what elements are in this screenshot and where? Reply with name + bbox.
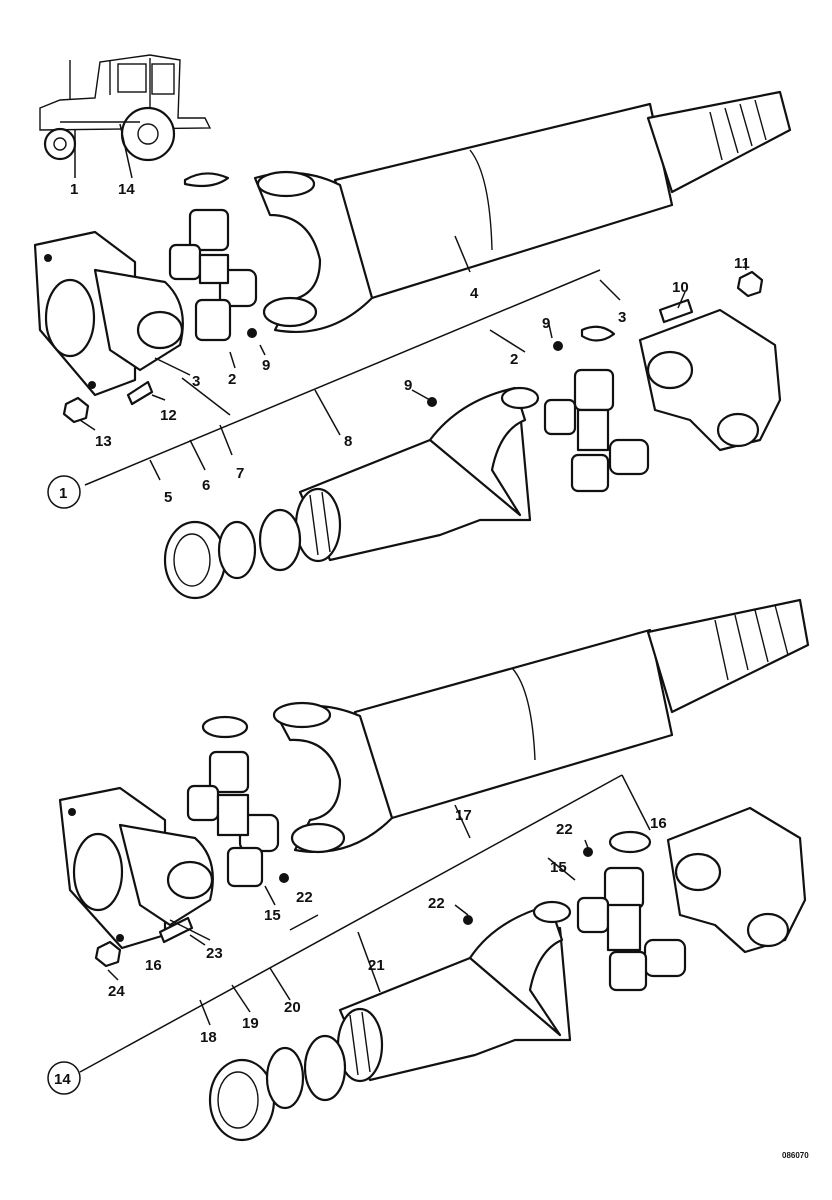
grease-nipple-22a [279,873,289,883]
tractor-locator-inset: 1 14 [39,54,212,198]
slip-yoke-lower [336,900,572,1083]
callout-3-left: 3 [192,373,200,390]
callout-21: 21 [368,957,385,974]
flange-yoke-right-upper [638,308,782,452]
callout-15-right: 15 [550,859,567,876]
callout-16-left: 16 [145,957,162,974]
callout-7: 7 [236,465,244,482]
callout-19: 19 [242,1015,259,1032]
callout-2-right: 2 [510,351,518,368]
callout-6: 6 [202,477,210,494]
callout-23: 23 [206,945,223,962]
callout-8: 8 [344,433,352,450]
shaft-tube-lower [353,628,674,820]
callout-20: 20 [284,999,301,1016]
splined-shaft-end-lower [646,598,810,714]
threaded-nut-18 [208,1058,276,1142]
splined-shaft-end-upper [646,90,792,194]
grease-nipple-22c [463,915,473,925]
threaded-nut-5 [163,520,227,600]
callout-22-right: 22 [556,821,573,838]
callout-22-left: 22 [296,889,313,906]
figure-id: 086070 [782,1151,809,1160]
callout-15-left: 15 [264,907,281,924]
callout-9-left: 9 [262,357,270,374]
callout-5: 5 [164,489,172,506]
callout-2-left: 2 [228,371,236,388]
universal-joint-cross-right-upper [543,368,650,493]
nut-13 [62,396,90,424]
callout-9-right: 9 [542,315,550,332]
callout-24: 24 [108,983,125,1000]
circlip-upper-right [580,325,616,342]
shaft-tube-upper [333,102,674,300]
callout-4: 4 [470,285,479,302]
upper-driveshaft-assembly: 4 3 2 9 9 9 2 3 8 7 6 5 12 13 10 11 1 [33,90,792,600]
washer-20 [303,1034,347,1102]
reference-upper-label: 1 [59,485,67,502]
yoke-lower [273,704,394,854]
universal-joint-cross-left-upper [168,208,258,342]
callout-18: 18 [200,1029,217,1046]
washer-6 [217,520,257,580]
lower-driveshaft-assembly: 17 16 15 22 22 22 15 16 21 20 19 18 23 2… [47,598,810,1142]
reference-circle-upper: 1 [47,475,81,509]
callout-3-right: 3 [618,309,626,326]
callout-17: 17 [455,807,472,824]
nut-11 [736,270,764,298]
callout-10: 10 [672,279,689,296]
callout-22-mid: 22 [428,895,445,912]
yoke-upper [253,171,374,334]
circlip-lower-top [201,715,249,739]
bolt-12 [126,380,154,406]
callout-16-right: 16 [650,815,667,832]
circlip-lower-right [608,830,652,854]
nut-24 [94,940,122,968]
reference-circle-lower: 14 [47,1061,81,1095]
universal-joint-cross-right-lower [576,866,687,992]
circlip-upper-top [183,172,230,188]
reference-lower-label: 14 [54,1071,71,1088]
slip-yoke-upper [294,386,540,563]
callout-11: 11 [734,255,750,272]
flange-yoke-right-lower [666,806,807,954]
washer-7 [258,508,302,572]
washer-19 [265,1046,305,1110]
bolt-23 [158,916,194,944]
bolt-10 [658,298,694,324]
flange-yoke-left-upper [33,230,184,397]
grease-nipple-9b [553,341,563,351]
callout-13: 13 [95,433,112,450]
grease-nipple-22b [583,847,593,857]
inset-label-front: 1 [70,181,78,198]
callout-9-mid: 9 [404,377,412,394]
inset-label-rear: 14 [118,181,135,198]
callout-12: 12 [160,407,177,424]
universal-joint-cross-left-lower [186,750,280,888]
flange-yoke-left-lower [58,786,214,950]
grease-nipple-9a [247,328,257,338]
